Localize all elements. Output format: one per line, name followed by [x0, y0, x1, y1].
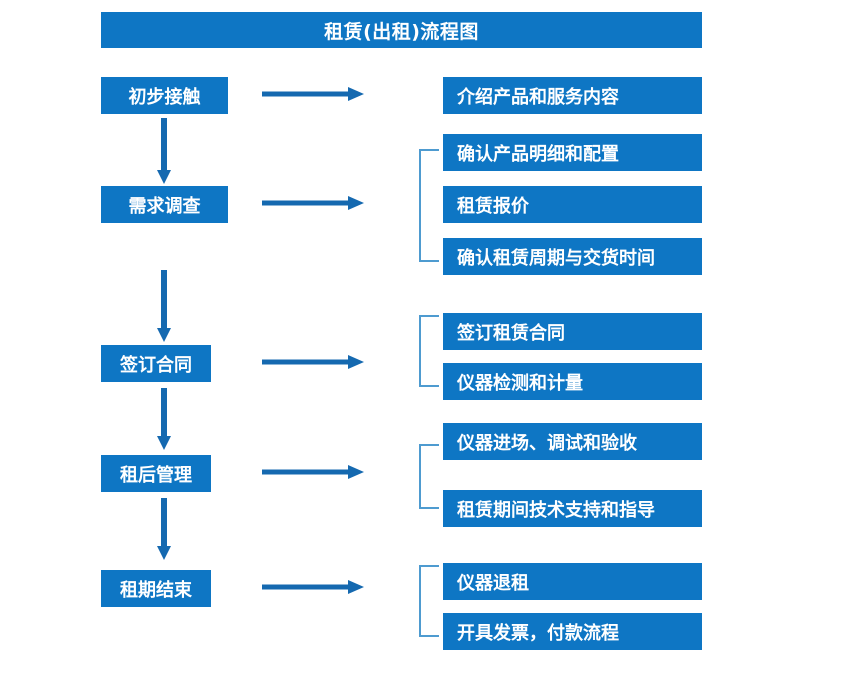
detail-box-租赁期间技术支持和指导[interactable]: 租赁期间技术支持和指导	[443, 490, 702, 527]
arrow-down-icon	[154, 498, 174, 560]
arrow-down-icon	[154, 270, 174, 342]
arrow-down-icon	[154, 118, 174, 184]
detail-box-租赁报价[interactable]: 租赁报价	[443, 186, 702, 223]
group-bracket-icon	[417, 444, 441, 509]
stage-box-租期结束[interactable]: 租期结束	[101, 570, 211, 607]
arrow-right-icon	[262, 462, 364, 482]
arrow-right-icon	[262, 352, 364, 372]
group-bracket-icon	[417, 315, 441, 387]
detail-box-介绍产品和服务内容[interactable]: 介绍产品和服务内容	[443, 77, 702, 114]
arrow-down-icon	[154, 388, 174, 450]
stage-box-签订合同[interactable]: 签订合同	[101, 345, 211, 382]
detail-box-开具发票付款流程[interactable]: 开具发票，付款流程	[443, 613, 702, 650]
group-bracket-icon	[417, 149, 441, 262]
detail-box-确认产品明细和配置[interactable]: 确认产品明细和配置	[443, 134, 702, 171]
stage-box-租后管理[interactable]: 租后管理	[101, 455, 211, 492]
detail-box-仪器检测和计量[interactable]: 仪器检测和计量	[443, 363, 702, 400]
arrow-right-icon	[262, 84, 364, 104]
stage-box-初步接触[interactable]: 初步接触	[101, 77, 228, 114]
arrow-right-icon	[262, 193, 364, 213]
arrow-right-icon	[262, 577, 364, 597]
stage-box-需求调查[interactable]: 需求调查	[101, 186, 228, 223]
detail-box-仪器进场调试和验收[interactable]: 仪器进场、调试和验收	[443, 423, 702, 460]
page-title: 租赁(出租)流程图	[101, 12, 702, 48]
detail-box-签订租赁合同[interactable]: 签订租赁合同	[443, 313, 702, 350]
detail-box-确认租赁周期与交货时间[interactable]: 确认租赁周期与交货时间	[443, 238, 702, 275]
detail-box-仪器退租[interactable]: 仪器退租	[443, 563, 702, 600]
group-bracket-icon	[417, 565, 441, 637]
